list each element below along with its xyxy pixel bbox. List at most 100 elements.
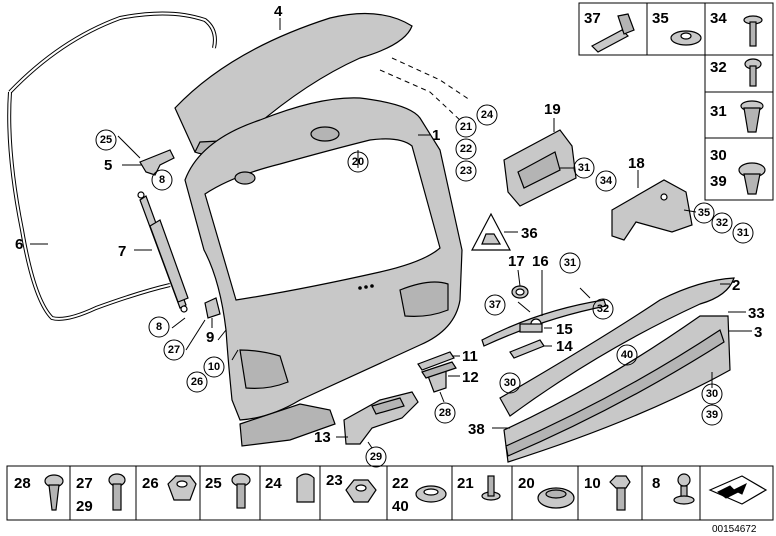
callout-32b-ring <box>592 298 614 320</box>
callout-34-ring <box>595 170 617 192</box>
callout-10: 10 <box>208 361 220 373</box>
bottom-fastener-row: 28 27 29 26 25 24 23 <box>6 465 774 521</box>
callout-31b: 31 <box>737 227 749 239</box>
label-4: 4 <box>274 3 283 20</box>
callout-30b: 30 <box>706 388 718 400</box>
switch-14 <box>509 339 545 359</box>
leader-4-dash-b <box>379 69 463 123</box>
screw-27-icon <box>108 473 126 511</box>
bottom-label-8: 8 <box>652 475 660 492</box>
callout-8a-ring <box>151 169 173 191</box>
panel-label-35: 35 <box>652 10 669 27</box>
label-18: 18 <box>628 155 645 172</box>
callout-21-ring <box>455 116 477 138</box>
callouts: 25 8 27 10 26 20 21 22 23 24 31 34 35 32… <box>95 104 754 468</box>
callout-27-ring <box>163 339 185 361</box>
callout-31a: 31 <box>578 162 590 174</box>
nut-23-icon <box>345 479 377 503</box>
callout-30a-ring <box>499 372 521 394</box>
callout-30b-ring <box>701 383 723 405</box>
tailgate-hole-a <box>310 126 340 142</box>
callout-35: 35 <box>698 207 710 219</box>
right-panel-column <box>704 54 774 201</box>
leader-37 <box>517 301 531 313</box>
nut-31-icon <box>740 100 764 133</box>
label-36: 36 <box>521 225 538 242</box>
callout-8a: 8 <box>159 174 165 186</box>
plug-20-icon <box>537 487 575 509</box>
clip-28-icon <box>44 474 64 511</box>
callout-39-ring <box>701 404 723 426</box>
bottom-label-23: 23 <box>326 472 343 489</box>
callout-40-ring <box>616 344 638 366</box>
panel-label-39: 39 <box>710 173 727 190</box>
bottom-row-frame <box>6 465 774 521</box>
lock-mechanism <box>343 391 419 445</box>
plug-24-icon <box>296 473 315 503</box>
o-ring <box>511 285 529 299</box>
callout-39: 39 <box>706 409 718 421</box>
bottom-label-40: 40 <box>392 498 409 515</box>
callout-34: 34 <box>600 175 613 187</box>
bottom-label-21: 21 <box>457 475 474 492</box>
grommet-22-icon <box>415 485 447 503</box>
callout-40: 40 <box>621 349 633 361</box>
right-panel-top <box>578 2 774 56</box>
callout-20: 20 <box>352 156 364 168</box>
right-fastener-panel: 37 35 34 32 31 30 39 <box>578 2 774 201</box>
document-number: 00154672 <box>712 524 757 535</box>
lock-cylinder <box>417 351 457 393</box>
leader-4-dash-a <box>391 57 471 101</box>
callout-23: 23 <box>460 165 472 177</box>
clip-37-icon <box>591 29 629 53</box>
label-17: 17 <box>508 253 525 270</box>
trim-strip-lower <box>503 315 731 463</box>
leader-27 <box>185 319 206 351</box>
callout-24-ring <box>476 104 498 126</box>
leader-10 <box>217 329 227 341</box>
ball-stud-8-icon <box>673 473 695 505</box>
callout-24: 24 <box>481 109 494 121</box>
bracket-19 <box>503 129 577 207</box>
callout-22-ring <box>455 138 477 160</box>
spring <box>519 323 543 333</box>
screw-32-icon <box>744 58 762 87</box>
panel-label-31: 31 <box>710 103 727 120</box>
panel-label-32: 32 <box>710 59 727 76</box>
label-12: 12 <box>462 369 479 386</box>
main-illustration: 6 4 1 5 <box>7 3 765 463</box>
label-9: 9 <box>206 329 214 346</box>
callout-31c: 31 <box>564 257 576 269</box>
callout-10-ring <box>203 356 225 378</box>
trim-strip-upper <box>499 277 735 417</box>
label-16: 16 <box>532 253 549 270</box>
leader-25 <box>117 135 141 159</box>
bottom-label-25: 25 <box>205 475 222 492</box>
callout-28: 28 <box>439 407 451 419</box>
callout-28-ring <box>434 402 456 424</box>
callout-21: 21 <box>460 121 472 133</box>
label-5: 5 <box>104 157 112 174</box>
callout-32a-ring <box>711 212 733 234</box>
label-13: 13 <box>314 429 331 446</box>
callout-32a: 32 <box>716 217 728 229</box>
callout-8b: 8 <box>156 321 162 333</box>
label-11: 11 <box>462 348 478 365</box>
callout-31c-ring <box>559 252 581 274</box>
leader-28 <box>439 391 445 403</box>
bolt-10-icon <box>609 475 631 511</box>
tailgate-hole-b <box>234 171 256 185</box>
bottom-label-22: 22 <box>392 475 409 492</box>
callout-20-ring <box>347 151 369 173</box>
panel-label-37: 37 <box>584 10 601 27</box>
leader-8b <box>171 317 186 329</box>
gas-strut <box>137 191 189 313</box>
callout-25-ring <box>95 129 117 151</box>
callout-27: 27 <box>168 344 180 356</box>
bolt-25-icon <box>231 473 251 509</box>
bottom-label-29: 29 <box>76 498 93 515</box>
hinge <box>139 149 175 176</box>
bottom-label-10: 10 <box>584 475 601 492</box>
bracket-18 <box>611 179 693 241</box>
